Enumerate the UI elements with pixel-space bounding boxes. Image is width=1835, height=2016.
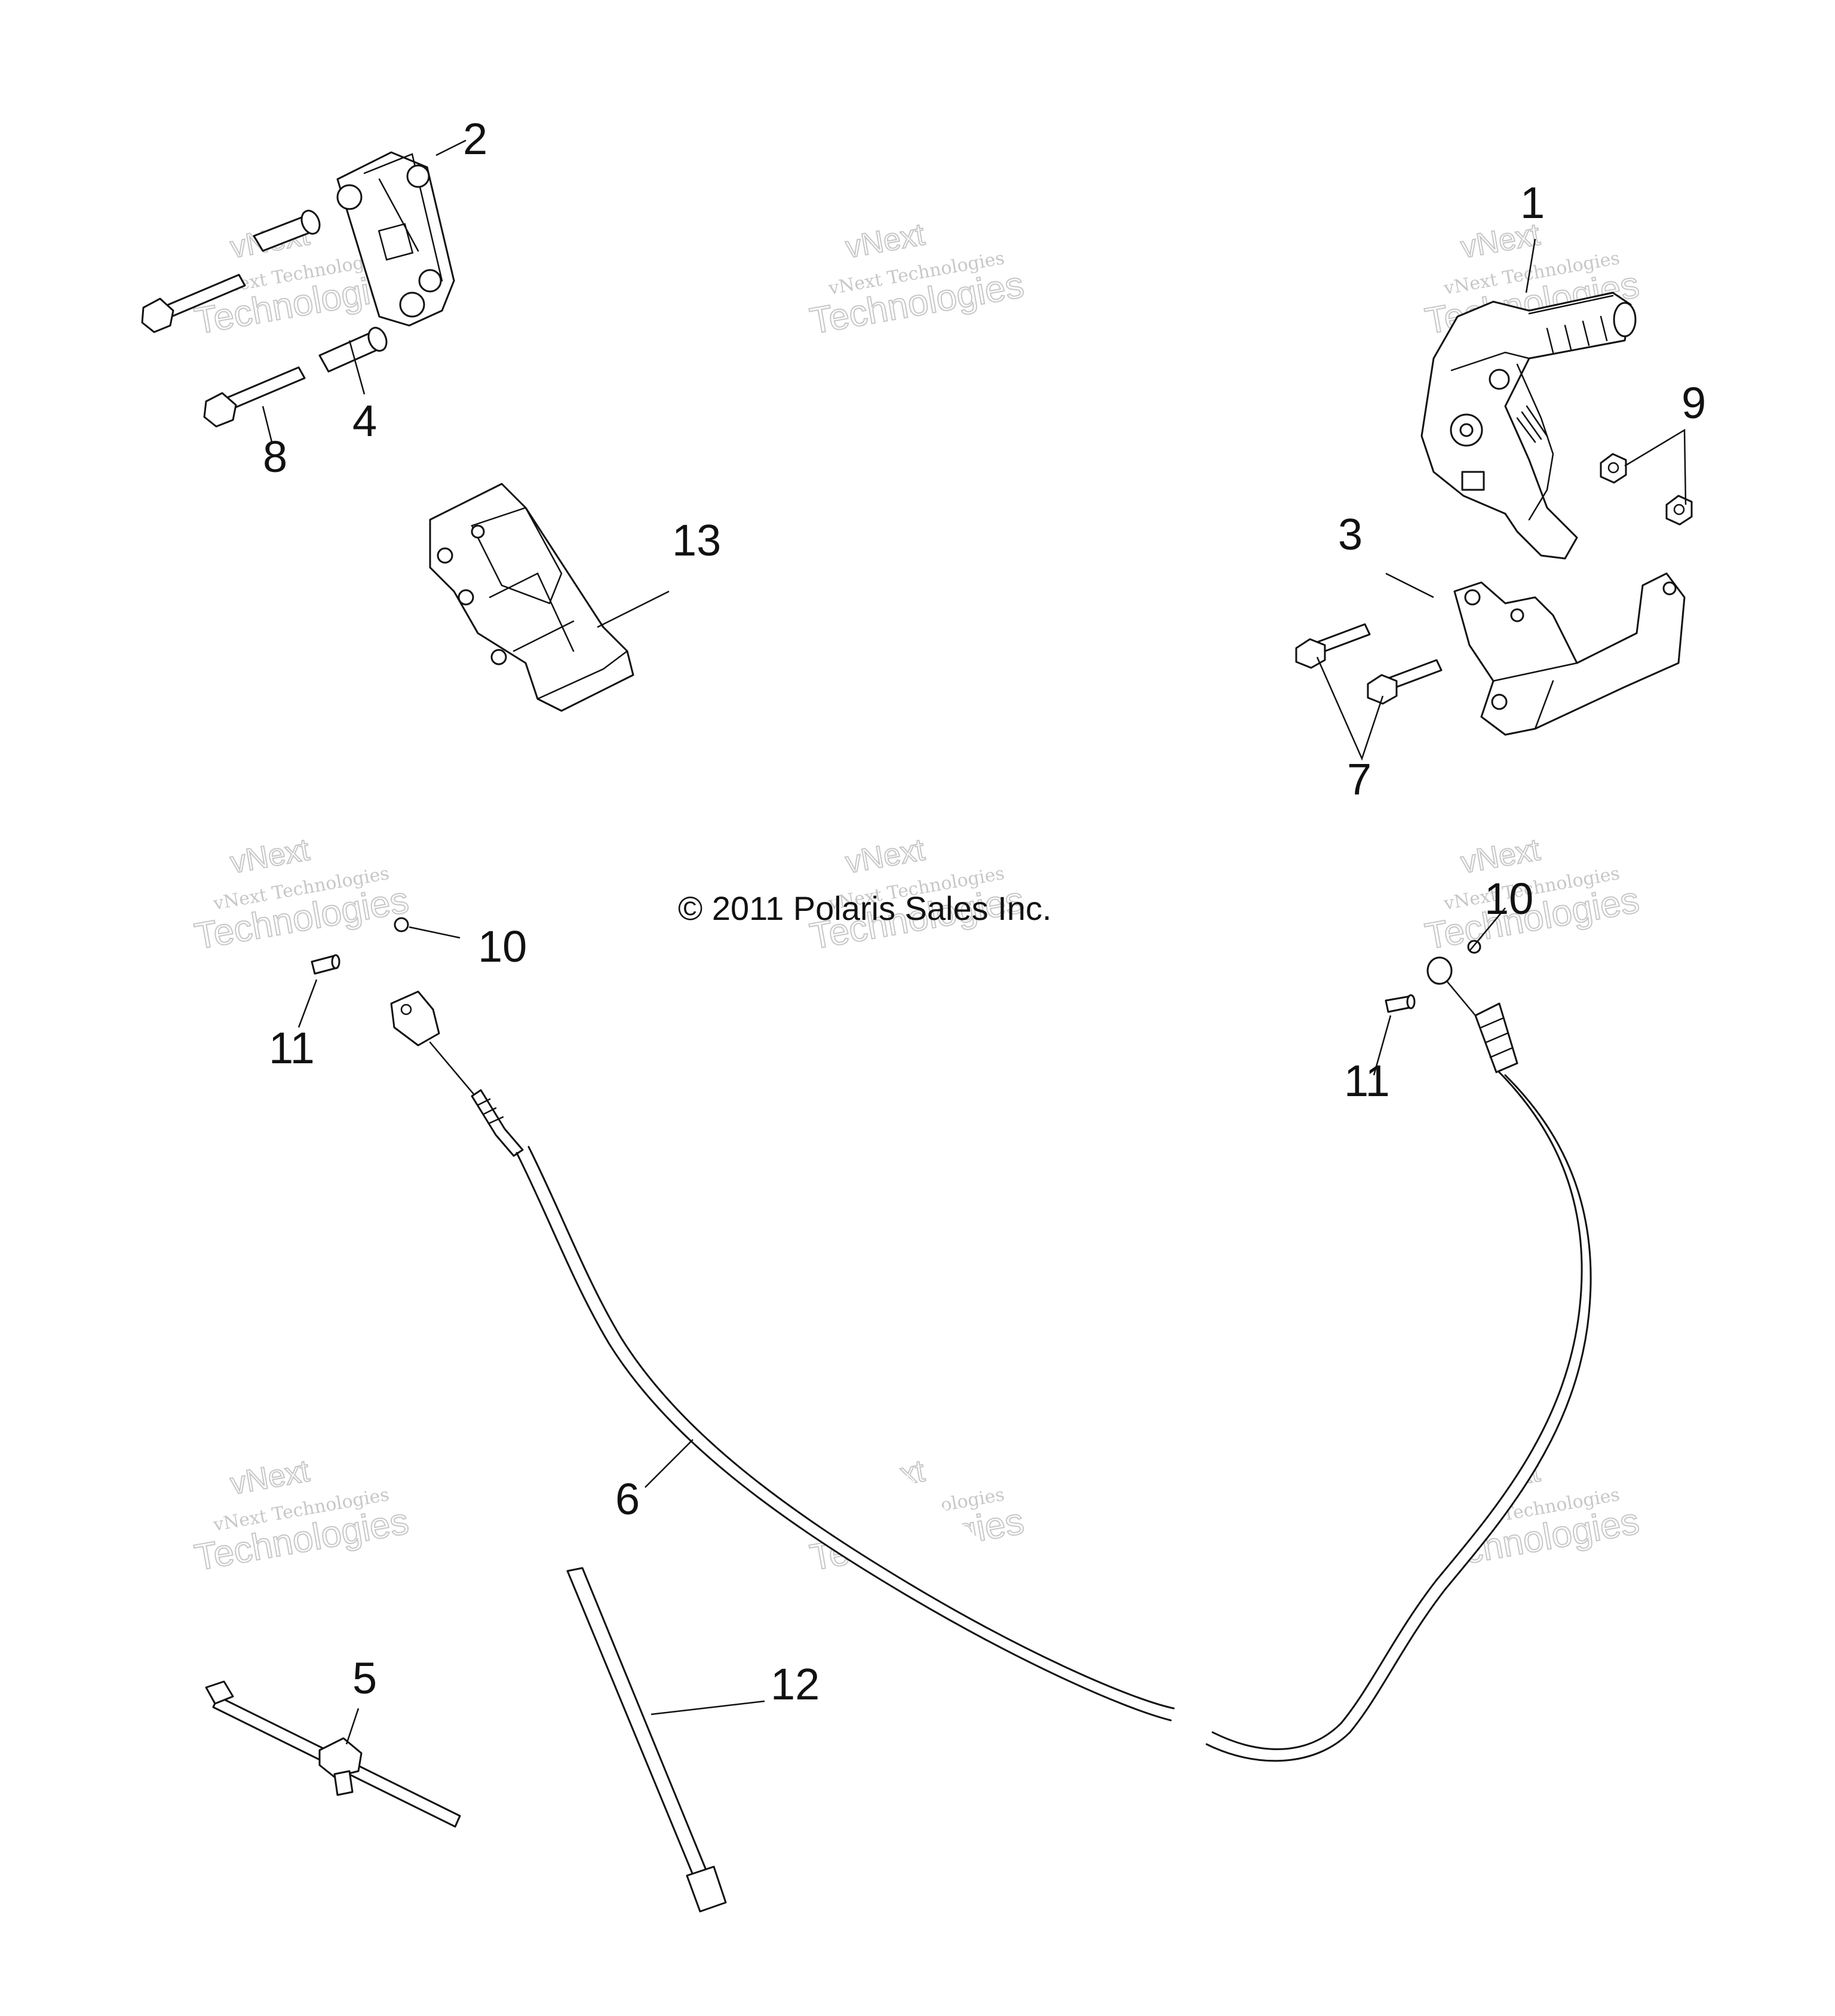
callout-11-left: 11 [269, 1023, 315, 1073]
callout-6: 6 [615, 1474, 640, 1524]
part-11-pin-right [1385, 994, 1416, 1013]
callouts: 2 1 9 3 7 13 4 8 10 10 11 11 6 12 5 [263, 114, 1706, 1709]
callout-2: 2 [463, 114, 487, 164]
callout-7: 7 [1347, 754, 1371, 804]
part-7-bolt-left [1295, 623, 1371, 669]
watermark-vnext: vNext [228, 832, 312, 880]
leader-lines [262, 139, 1687, 1745]
watermark-vnext: vNext [228, 1453, 312, 1501]
part-10-clip-left [394, 917, 409, 932]
part-6-brake-cable [390, 956, 1592, 1762]
part-7-bolt-right [1367, 659, 1443, 705]
part-3-lever-mount-bracket [1453, 572, 1686, 736]
callout-5: 5 [352, 1653, 377, 1703]
callout-12: 12 [771, 1659, 820, 1709]
watermark-vnext: vNext [843, 832, 928, 880]
callout-4: 4 [352, 396, 377, 446]
part-1-parking-brake-lever [1420, 291, 1637, 560]
callout-9: 9 [1681, 378, 1706, 428]
part-11-pin-left [311, 954, 340, 975]
part-2-pivot-bracket [336, 151, 455, 327]
part-4-sleeve-upper [253, 210, 321, 252]
watermark: vNext vNext Technologies Technologies [806, 831, 1027, 958]
callout-8: 8 [263, 432, 287, 481]
callout-3: 3 [1338, 510, 1363, 559]
copyright-notice: © 2011 Polaris Sales Inc. [678, 889, 1051, 927]
watermark: vNext vNext Technologies Technologies [806, 216, 1027, 342]
part-9-nut-lower [1665, 495, 1693, 526]
part-12-cable-tie [566, 1567, 727, 1913]
callout-13: 13 [672, 515, 721, 565]
callout-1: 1 [1520, 178, 1545, 228]
callout-10-left: 10 [478, 922, 527, 971]
callout-10-right: 10 [1484, 874, 1533, 923]
watermark-vnext: vNext [843, 217, 928, 265]
watermark-vnext: vNext [1458, 832, 1543, 880]
callout-11-right: 11 [1344, 1056, 1390, 1106]
part-13-mounting-bracket [429, 483, 634, 712]
part-4-sleeve-lower [318, 327, 388, 373]
watermark: vNext vNext Technologies Technologies [191, 831, 412, 958]
part-5-push-mount-tie [205, 1680, 461, 1828]
part-8-bolt-upper [141, 274, 246, 333]
part-8-bolt-lower [203, 366, 306, 428]
watermark: vNext vNext Technologies Technologies [191, 1453, 412, 1579]
part-9-nut-upper [1600, 453, 1627, 484]
